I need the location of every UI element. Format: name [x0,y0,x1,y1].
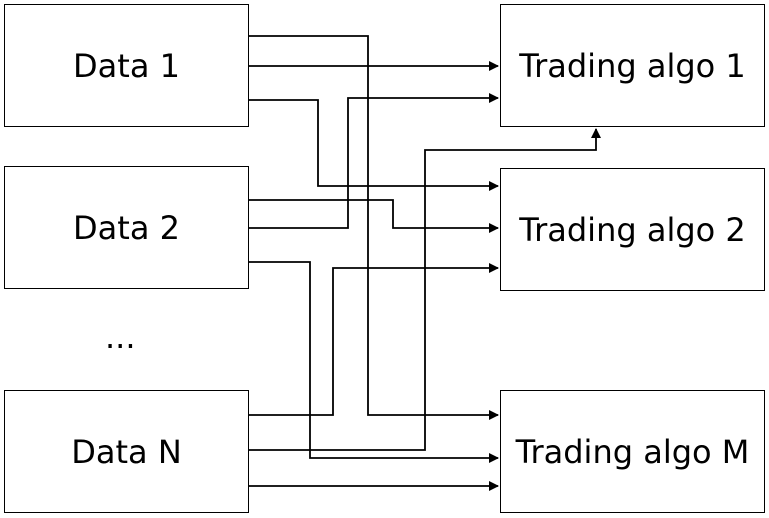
data-2-box: Data 2 [4,166,249,289]
data-1-label: Data 1 [73,46,180,85]
data-n-box: Data N [4,390,249,513]
trading-algo-2-label: Trading algo 2 [519,210,746,249]
data-n-label: Data N [71,432,182,471]
trading-algo-2-box: Trading algo 2 [500,168,765,291]
wire-data1-to-algoM [249,35,499,420]
wire-dataN-to-algo1 [249,128,601,451]
wire-data2-to-algo1 [249,93,499,229]
wire-data2-to-algoM [249,261,499,463]
trading-algo-1-box: Trading algo 1 [500,4,765,127]
trading-algo-m-box: Trading algo M [500,390,765,513]
trading-algo-1-label: Trading algo 1 [519,46,746,85]
data-1-box: Data 1 [4,4,249,127]
data-2-label: Data 2 [73,208,180,247]
wire-data1-to-algo2 [249,99,499,191]
wire-data2-to-algo2 [249,199,499,233]
wire-dataN-to-algo2 [245,263,499,416]
trading-algo-m-label: Trading algo M [515,432,750,471]
ellipsis-label: ... [105,318,136,356]
